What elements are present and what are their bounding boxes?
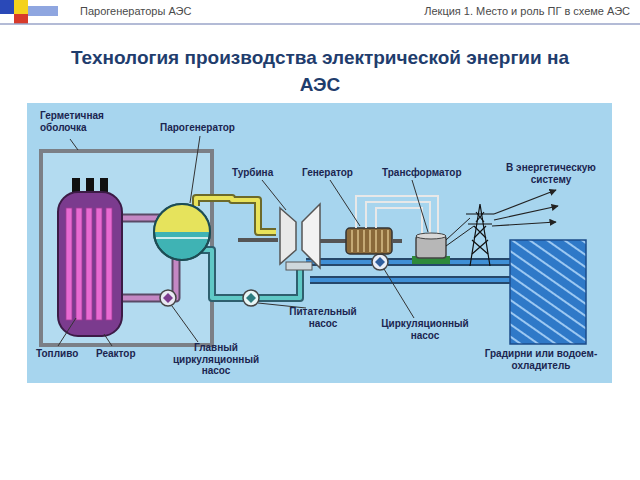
header-decoration-part bbox=[0, 23, 640, 25]
leader-lines-part bbox=[58, 318, 76, 346]
generator-winding bbox=[381, 230, 383, 252]
fuel-rod bbox=[106, 208, 112, 320]
generator bbox=[320, 228, 402, 254]
generator-wires-part bbox=[356, 196, 438, 236]
turbine-part bbox=[302, 204, 320, 268]
leader-lines-part bbox=[172, 306, 198, 342]
power-tower-part bbox=[466, 214, 494, 224]
callout-label: Реактор bbox=[96, 348, 152, 360]
leader-lines-part bbox=[384, 269, 414, 318]
containment bbox=[41, 151, 212, 345]
callout-label: Градирни или водоем-охладитель bbox=[482, 348, 600, 371]
header-decoration-part bbox=[14, 14, 28, 24]
turbine-part bbox=[286, 262, 312, 270]
circulation-pump bbox=[372, 254, 388, 270]
main-circulation-pump-part bbox=[160, 290, 176, 306]
output-arrows-part bbox=[494, 206, 558, 220]
main-circulation-pump bbox=[160, 290, 176, 306]
cooling-water-loop bbox=[306, 262, 512, 280]
primary-loop-part bbox=[120, 214, 160, 223]
turbine-part bbox=[238, 238, 278, 242]
turbine bbox=[238, 204, 320, 270]
generator-part bbox=[352, 230, 388, 252]
generator-part bbox=[392, 239, 402, 243]
steam-generator bbox=[154, 204, 210, 260]
callout-label: Турбина bbox=[232, 167, 292, 179]
leader-lines-part bbox=[330, 180, 360, 226]
transformer-wires bbox=[446, 218, 474, 246]
leader-lines bbox=[58, 136, 428, 346]
circulation-pump-part bbox=[375, 257, 385, 267]
leader-lines-part bbox=[104, 334, 112, 346]
generator-part bbox=[320, 239, 348, 243]
header-decoration-part bbox=[28, 6, 58, 16]
cooling-tower-or-pond bbox=[510, 240, 586, 344]
steam-generator-part bbox=[156, 237, 208, 239]
steam-generator-part bbox=[154, 204, 210, 260]
generator-wires bbox=[356, 196, 438, 236]
diagram-panel bbox=[27, 103, 612, 383]
callout-label: Генератор bbox=[302, 167, 372, 179]
feed-pump bbox=[243, 290, 259, 306]
slide-title: Технология производства электрической эн… bbox=[60, 44, 580, 98]
header-decoration bbox=[0, 0, 640, 24]
transformer bbox=[412, 233, 450, 264]
leader-lines-part bbox=[412, 180, 428, 232]
power-tower bbox=[466, 204, 494, 266]
feed-pump-part bbox=[243, 290, 259, 306]
header-course: Парогенераторы АЭС bbox=[80, 5, 260, 18]
callout-label: В энергетическую систему bbox=[496, 162, 606, 185]
generator-part bbox=[346, 228, 392, 254]
callout-label: Герметичная оболочка bbox=[40, 110, 124, 133]
generator-winding bbox=[363, 230, 365, 252]
cooling-water-loop-part bbox=[306, 260, 512, 264]
primary-loop-part bbox=[120, 216, 160, 221]
generator-winding bbox=[369, 230, 371, 252]
callout-label: Парогенератор bbox=[160, 122, 260, 134]
steam-generator-part bbox=[154, 204, 210, 232]
fuel-rod bbox=[96, 208, 102, 320]
circulation-pump-part bbox=[372, 254, 388, 270]
output-arrows-part bbox=[494, 190, 556, 214]
cooling-water-loop-part bbox=[310, 278, 512, 282]
generator-winding bbox=[375, 230, 377, 252]
reactor bbox=[58, 178, 122, 336]
generator-winding bbox=[387, 230, 389, 252]
transformer-wires-part bbox=[446, 226, 474, 246]
callout-label: Питательный насос bbox=[284, 306, 362, 329]
reactor-part bbox=[58, 192, 122, 336]
cooling-water-loop-part bbox=[306, 258, 512, 266]
callout-label: Трансформатор bbox=[382, 167, 478, 179]
transformer-wires-part bbox=[446, 218, 470, 240]
power-tower-part bbox=[472, 212, 488, 254]
fuel-rod bbox=[76, 208, 82, 320]
power-tower-part bbox=[470, 204, 490, 266]
header-decoration-part bbox=[14, 0, 28, 14]
output-arrows-part bbox=[492, 222, 556, 226]
generator-winding bbox=[351, 230, 353, 252]
leader-lines-part bbox=[70, 139, 78, 150]
transformer-part bbox=[416, 233, 446, 239]
fuel-rod bbox=[86, 208, 92, 320]
callout-label: Главный циркуляционный насос bbox=[166, 342, 266, 377]
main-circulation-pump-part bbox=[163, 293, 173, 303]
fuel-rod bbox=[66, 208, 72, 320]
leader-lines-part bbox=[262, 180, 286, 210]
generator-winding bbox=[357, 230, 359, 252]
cooling-water-loop-part bbox=[310, 276, 512, 284]
callout-label: Топливо bbox=[36, 348, 92, 360]
callout-label: Циркуляционный насос bbox=[372, 318, 478, 341]
feed-pump-part bbox=[246, 293, 256, 303]
turbine-part bbox=[280, 208, 296, 264]
output-arrows bbox=[492, 190, 558, 226]
steam-generator-part bbox=[154, 204, 210, 260]
generator-wires-part bbox=[376, 208, 422, 236]
fuel-rods bbox=[66, 208, 112, 320]
header-decoration-part bbox=[0, 0, 14, 14]
header-lecture: Лекция 1. Место и роль ПГ в схеме АЭС bbox=[360, 5, 630, 18]
leader-lines-part bbox=[190, 136, 200, 203]
